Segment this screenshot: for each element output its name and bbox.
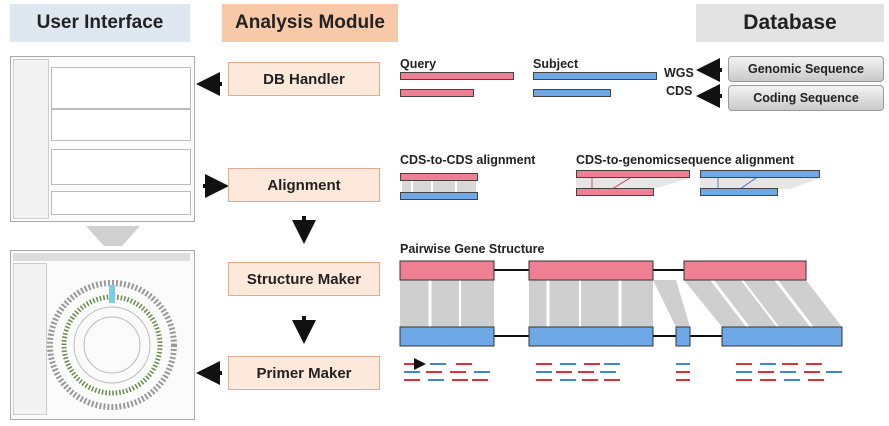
gene-structure-connections: [400, 279, 842, 328]
genomic-sequence-db: Genomic Sequence: [728, 56, 884, 82]
query-label: Query: [400, 57, 437, 71]
ui-textbox-1: [51, 67, 191, 109]
primer-group-2: [536, 363, 620, 381]
ui-left-panel-2: [13, 263, 47, 415]
ui-topbar: [13, 253, 190, 261]
cds-cds-alignment: [402, 180, 476, 193]
subject-gene-structure: [399, 326, 843, 347]
genomic-query-wgs-bar: [576, 170, 690, 178]
query-cds-bar: [400, 89, 474, 97]
subject-cds-bar: [533, 89, 611, 97]
genomic-subject-cds-bar: [700, 188, 778, 196]
user-interface-header: User Interface: [10, 4, 190, 42]
genomic-subject-wgs-bar: [700, 170, 820, 178]
cds-to-genomic-title: CDS-to-genomicsequence alignment: [576, 153, 795, 167]
pairwise-gene-structure-title: Pairwise Gene Structure: [400, 242, 545, 256]
primer-maker-module: Primer Maker: [228, 356, 380, 390]
circular-gene-plot: [47, 280, 177, 410]
wgs-label: WGS: [664, 66, 694, 80]
subject-label: Subject: [533, 57, 579, 71]
structure-maker-module: Structure Maker: [228, 262, 380, 296]
cds-cds-subject-bar: [400, 192, 478, 200]
primer-group-1: [404, 358, 490, 381]
ui-textbox-4: [51, 191, 191, 215]
primer-group-3: [676, 363, 690, 381]
primer-arrows: [404, 358, 842, 381]
cds-genomic-alignment: [576, 177, 820, 190]
alignment-module: Alignment: [228, 168, 380, 202]
ui-textbox-3: [51, 149, 191, 185]
analysis-module-header: Analysis Module: [222, 4, 398, 42]
ui-screenshot-top: [10, 56, 195, 222]
cds-to-cds-title: CDS-to-CDS alignment: [400, 153, 536, 167]
database-header: Database: [696, 4, 884, 42]
ui-textbox-2: [51, 109, 191, 141]
zoom-funnel: [86, 226, 140, 246]
cds-cds-query-bar: [400, 173, 478, 181]
cds-label: CDS: [666, 84, 693, 98]
ui-left-panel: [13, 59, 49, 219]
query-wgs-bar: [400, 72, 514, 80]
primer-group-4: [736, 363, 842, 381]
query-gene-structure: [399, 260, 807, 281]
genomic-query-cds-bar: [576, 188, 654, 196]
db-handler-module: DB Handler: [228, 62, 380, 96]
coding-sequence-db: Coding Sequence: [728, 85, 884, 111]
subject-wgs-bar: [533, 72, 657, 80]
